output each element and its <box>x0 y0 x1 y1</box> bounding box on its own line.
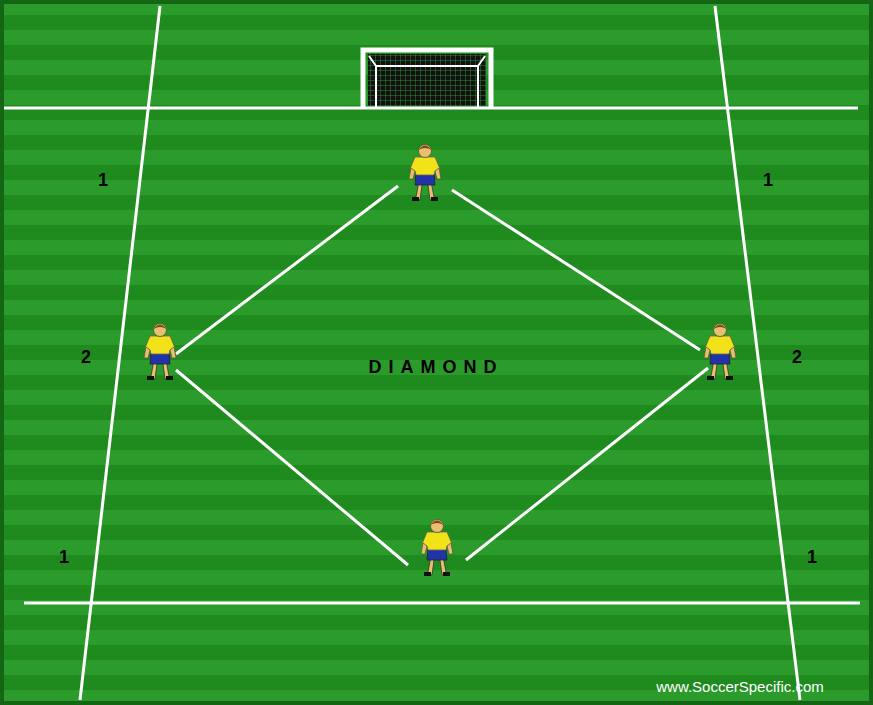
zone-number: 1 <box>98 171 108 189</box>
zone-number: 1 <box>763 171 773 189</box>
zone-number: 1 <box>59 548 69 566</box>
zone-number: 2 <box>81 348 91 366</box>
goal <box>363 50 491 108</box>
player <box>409 145 441 202</box>
diamond-lines <box>176 186 708 565</box>
zone-number: 2 <box>792 348 802 366</box>
watermark: www.SoccerSpecific.com <box>656 679 824 694</box>
player <box>144 324 176 381</box>
player <box>421 520 453 577</box>
player <box>704 324 736 381</box>
formation-label: DIAMOND <box>369 358 504 376</box>
zone-number: 1 <box>807 548 817 566</box>
pitch-lines <box>4 6 860 700</box>
